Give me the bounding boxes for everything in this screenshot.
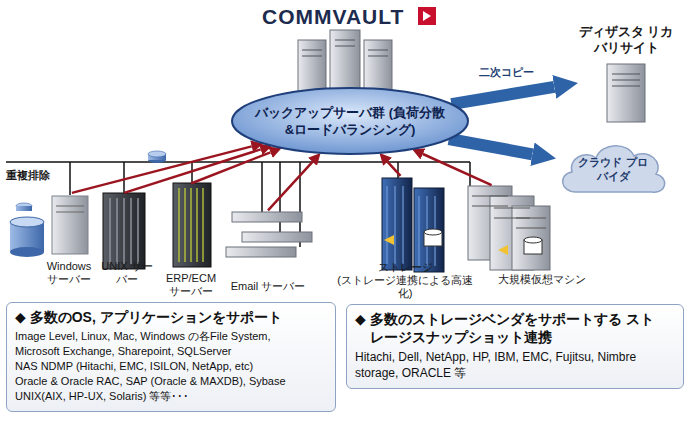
art-path [387, 186, 435, 266]
box-heading: ◆ 多数のOS, アプリケーションをサポート [15, 308, 327, 326]
node-label: Windows サーバー [40, 260, 98, 286]
erp-server: ERP/ECM サーバー [160, 180, 222, 298]
art-rect [512, 206, 550, 270]
email-server: Email サーバー [222, 205, 314, 293]
node-label: ストレージ [378, 261, 433, 274]
edge-label: 二次コピー [477, 65, 536, 80]
os-support-box: ◆ 多数のOS, アプリケーションをサポート Image Level, Linux… [6, 302, 336, 412]
box-text: Image Level, Linux, Mac, Windows の各File … [15, 329, 327, 344]
art-line [69, 162, 71, 195]
art-ellipse [524, 237, 542, 243]
art-line [397, 162, 399, 178]
server-group-ellipse: バックアップサーバ群 (負荷分散&ロードバランシング) [230, 86, 470, 156]
backup-arrow [268, 162, 313, 211]
dr-server-icon [607, 64, 645, 122]
vm-cluster: 大規模仮想マシン [486, 182, 598, 286]
backup-arrow [124, 149, 261, 193]
art-path [179, 188, 203, 262]
vm-rack-icon [468, 186, 550, 270]
art-rect [242, 232, 312, 242]
storage-icon [382, 178, 444, 272]
art-ellipse [424, 229, 442, 235]
dr-site: ディザスタ リカバリサイト [578, 24, 674, 126]
node-label: (ストレージ連携による高速化) [330, 274, 480, 300]
logo-text: COMMVAULT [262, 5, 404, 29]
node-label: ディザスタ リカバリサイト [578, 24, 674, 56]
art-line [6, 161, 470, 163]
art-rect [607, 64, 645, 122]
art-path [612, 74, 640, 86]
copy-arrow [451, 87, 554, 104]
cloud-provider: クラウド プロバイダ [556, 136, 670, 202]
art-path [384, 235, 394, 245]
cloud-body [563, 146, 665, 192]
art-rect [232, 212, 302, 222]
backup-arrow [423, 154, 492, 185]
box-text: Hitachi, Dell, NetApp, HP, IBM, EMC, Fuj… [355, 349, 655, 381]
email-server-icon [226, 212, 312, 257]
dedupe-disk-icon [148, 151, 166, 163]
storage: ストレージ(ストレージ連携による高速化) [330, 172, 480, 300]
node-label: ERP/ECM サーバー [160, 272, 222, 298]
ellipse-outline [230, 86, 470, 156]
art-path [423, 11, 431, 21]
box-text: Microsoft Exchange, Sharepoint, SQLServe… [15, 344, 327, 359]
backup-arrow [191, 152, 271, 183]
art-path [498, 245, 508, 255]
art-ellipse [10, 247, 44, 257]
art-rect [418, 7, 436, 25]
art-line [123, 162, 125, 193]
art-ellipse [10, 217, 44, 227]
backup-arrow [388, 162, 401, 176]
art-path [302, 40, 388, 56]
node-label: バックアップサーバ群 (負荷分散&ロードバランシング) [252, 104, 448, 138]
box-text: NAS NDMP (Hitachi, EMC, ISILON, NetApp, … [15, 359, 327, 374]
dedupe-label: 重複排除 [6, 168, 50, 183]
erp-server-icon [173, 183, 211, 267]
art-rect [103, 193, 145, 269]
unix-server: UNIX サーバー [98, 190, 156, 286]
node-label: UNIX サーバー [98, 260, 156, 286]
art-rect [173, 183, 211, 267]
box-heading: ◆ 多数のストレージベンダをサポートする ストレージスナップショット連携 [355, 310, 662, 346]
art-line [261, 162, 263, 212]
art-rect [16, 206, 32, 211]
art-path [56, 206, 84, 212]
copy-arrow [449, 139, 533, 154]
logo-mark [418, 7, 436, 25]
node-label: Email サーバー [231, 280, 306, 293]
art-path [110, 198, 138, 264]
art-rect [52, 196, 88, 254]
box-text: UNIX(AIX, HP-UX, Solaris) 等等･･･ [15, 389, 327, 404]
node-label: クラウド プロバイダ [574, 155, 652, 183]
node-label: 大規模仮想マシン [498, 273, 586, 286]
art-path [472, 196, 546, 228]
windows-server-icon [10, 196, 88, 257]
unix-server-icon [103, 193, 145, 269]
box-text: Oracle & Oracle RAC, SAP (Oracle & MAXDB… [15, 374, 327, 389]
storage-vendor-box: ◆ 多数のストレージベンダをサポートする ストレージスナップショット連携Hita… [346, 304, 684, 389]
art-rect [226, 247, 296, 257]
windows-server: Windows サーバー [40, 188, 98, 286]
cloud-outline [556, 136, 670, 202]
art-ellipse [148, 151, 166, 157]
ellipse-body [232, 88, 468, 154]
